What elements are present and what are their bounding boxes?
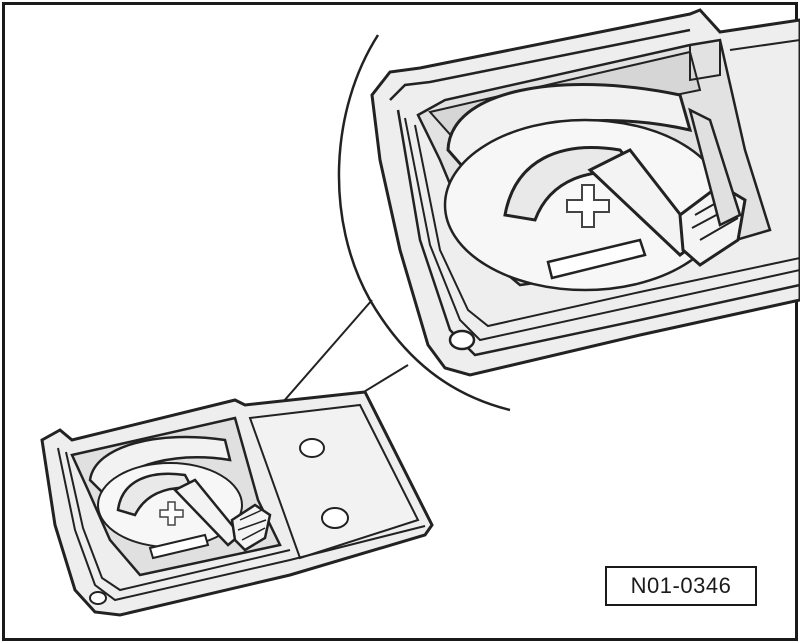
detail-plus-marking [566,184,610,228]
key-screw-hole [89,591,107,605]
key-hole-top [299,438,325,458]
detail-rim-stripe-3 [414,124,800,328]
key-minus-contact [148,533,210,560]
detail-side-post [688,107,742,227]
key-spring-clip [116,472,195,517]
detail-screw-hole [448,329,476,351]
key-flat-panel [248,403,420,560]
key-battery-clip [230,503,272,552]
detail-minus-contact [546,238,647,280]
magnified-detail [370,8,800,377]
small-key-assembly [40,390,434,617]
detail-rim-stripe-2 [404,117,800,342]
key-hole-bottom [321,507,349,529]
magnifier-outline [337,34,511,412]
figure-reference-label: N01-0346 [605,566,757,606]
